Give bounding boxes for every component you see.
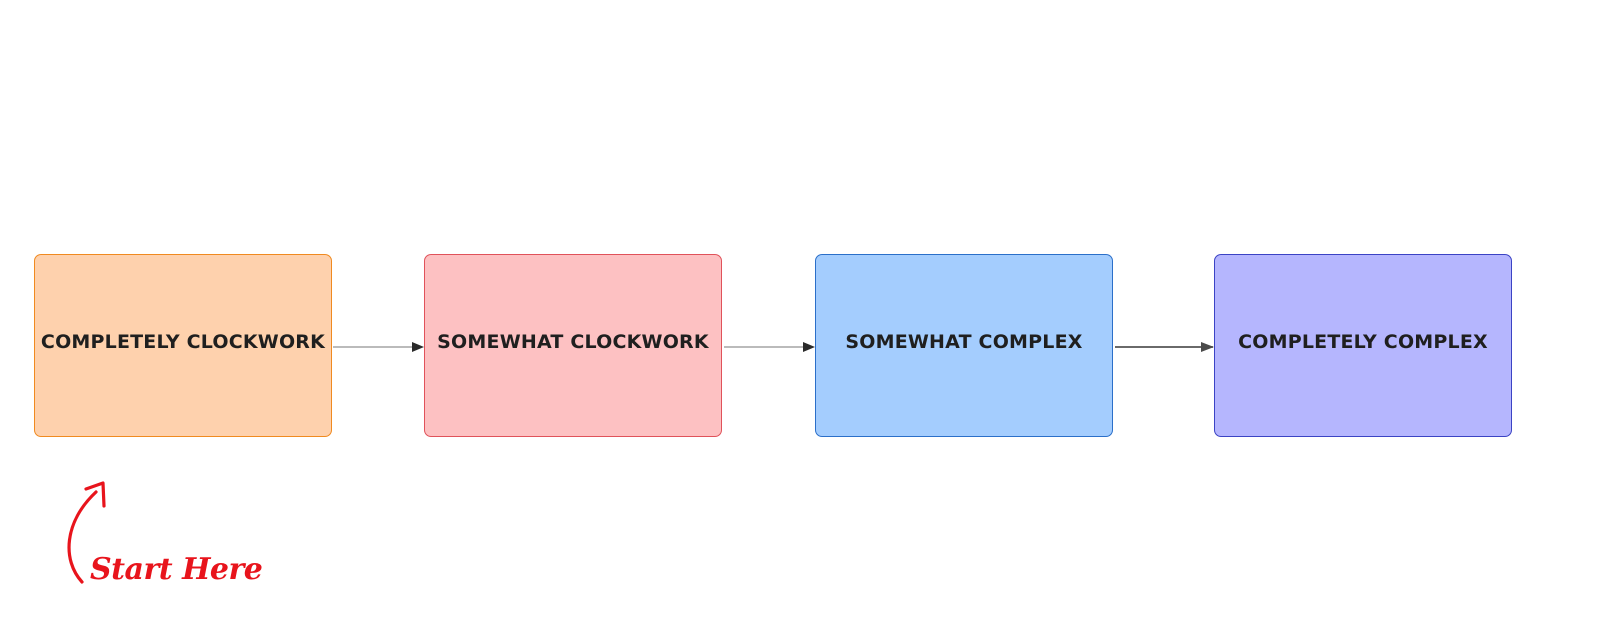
start-arrow-curve (67, 490, 98, 584)
node-label: SOMEWHAT COMPLEX (845, 330, 1083, 353)
node-label: SOMEWHAT CLOCKWORK (437, 330, 709, 353)
node-somewhat-clockwork[interactable]: SOMEWHAT CLOCKWORK (424, 254, 722, 437)
node-label: COMPLETELY COMPLEX (1238, 330, 1488, 353)
start-here-annotation: Start Here (90, 552, 263, 587)
node-completely-clockwork[interactable]: COMPLETELY CLOCKWORK (34, 254, 332, 437)
start-arrow-head (84, 481, 106, 508)
node-completely-complex[interactable]: COMPLETELY COMPLEX (1214, 254, 1512, 437)
node-label: COMPLETELY CLOCKWORK (40, 330, 326, 353)
node-somewhat-complex[interactable]: SOMEWHAT COMPLEX (815, 254, 1113, 437)
